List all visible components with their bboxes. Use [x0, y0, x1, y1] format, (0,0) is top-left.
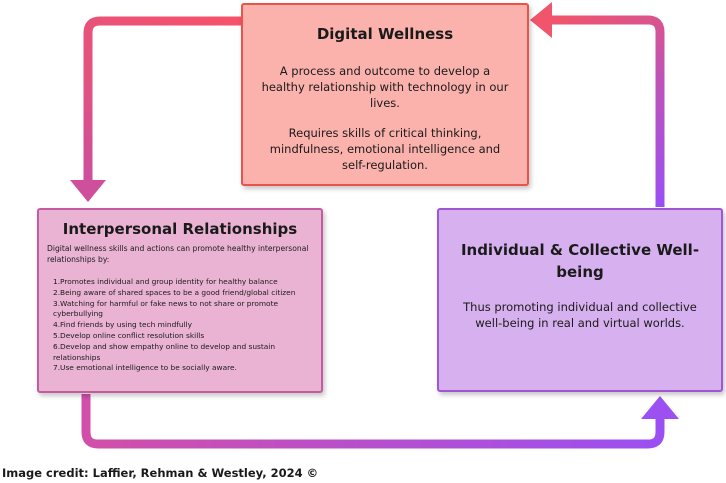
list-item: 2.Being aware of shared spaces to be a g…	[53, 287, 296, 297]
arrow-digital-to-interpersonal	[70, 16, 242, 202]
list-item: 3.Watching for harmful or fake news to n…	[53, 298, 279, 319]
list-item: 7.Use emotional intelligence to be socia…	[53, 363, 237, 373]
wellbeing-box: Individual & Collective Well-being Thus …	[437, 208, 723, 392]
digital-wellness-title: Digital Wellness	[316, 25, 454, 43]
arrow-wellbeing-to-digital	[530, 2, 665, 207]
image-credit: Image credit: Laffier, Rehman & Westley,…	[2, 466, 319, 480]
list-item: 4.Find friends by using tech mindfully	[53, 320, 193, 330]
list-item: 5.Develop online conflict resolution ski…	[53, 330, 205, 340]
wellbeing-title: Individual & Collective Well-being	[460, 241, 700, 281]
interpersonal-relationships-box: Interpersonal Relationships Digital well…	[37, 208, 323, 393]
digital-wellness-skills: Requires skills of critical thinking, mi…	[269, 126, 501, 172]
interpersonal-title: Interpersonal Relationships	[62, 220, 298, 238]
list-item: 1.Promotes individual and group identity…	[53, 277, 278, 286]
wellbeing-body: Thus promoting individual and collective…	[463, 300, 697, 330]
digital-wellness-body: A process and outcome to develop a healt…	[257, 63, 513, 187]
arrow-interpersonal-to-wellbeing	[81, 394, 679, 449]
interpersonal-list: 1.Promotes individual and group identity…	[53, 277, 315, 374]
digital-wellness-definition: A process and outcome to develop a healt…	[261, 64, 509, 110]
digital-wellness-box: Digital Wellness A process and outcome t…	[241, 3, 529, 186]
list-item: 6.Develop and show empathy online to dev…	[53, 341, 276, 362]
interpersonal-intro: Digital wellness skills and actions can …	[47, 244, 309, 264]
